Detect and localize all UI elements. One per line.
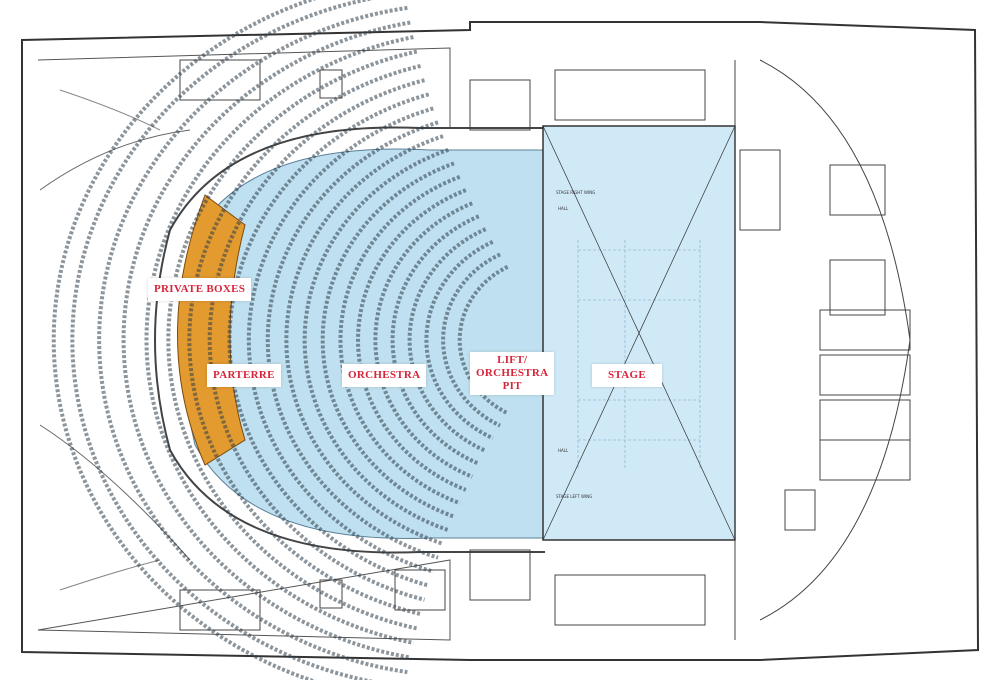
seat-row	[373, 201, 473, 479]
stage-diagonal	[542, 125, 736, 541]
seat-row	[144, 35, 414, 645]
stage-left-wing-label: STAGE LEFT WING	[556, 494, 593, 499]
hall-label: HALL	[558, 448, 569, 453]
seat-row	[227, 92, 430, 588]
seat-rows	[51, 0, 509, 680]
seat-row	[338, 174, 461, 506]
lift-line: ORCHESTRA	[476, 367, 549, 379]
seat-row	[70, 0, 374, 680]
lift-orchestra-pit-label: LIFT/ ORCHESTRA PIT	[470, 352, 555, 395]
private-boxes-label: PRIVATE BOXES	[148, 278, 252, 301]
lift-line: LIFT/	[497, 354, 528, 366]
backstage-rooms	[179, 59, 911, 640]
orchestra-label: ORCHESTRA	[342, 364, 427, 387]
building-outline	[21, 21, 980, 661]
seat-row	[97, 5, 408, 675]
seating-area	[182, 148, 546, 539]
lobby-curve	[39, 129, 191, 561]
hall-label: HALL	[558, 206, 569, 211]
stage-grid	[577, 240, 701, 470]
seat-row	[424, 240, 494, 440]
seat-row	[356, 188, 467, 492]
lift-line: PIT	[502, 380, 522, 392]
seat-row	[390, 214, 480, 466]
seat-row	[246, 106, 434, 574]
seat-row	[320, 161, 455, 519]
seat-row	[207, 78, 425, 602]
seat-row	[284, 134, 444, 546]
parterre-label: PARTERRE	[207, 364, 281, 387]
seat-row	[265, 120, 439, 560]
inner-wall	[37, 47, 451, 641]
seat-row	[187, 64, 421, 616]
stage-label: STAGE	[592, 364, 662, 387]
seat-row	[407, 227, 487, 453]
seat-row	[166, 49, 418, 631]
seat-row	[457, 264, 509, 416]
stage-right-wing-label: STAGE RIGHT WING	[556, 190, 596, 195]
seat-row	[51, 0, 317, 680]
seat-row	[441, 252, 501, 428]
